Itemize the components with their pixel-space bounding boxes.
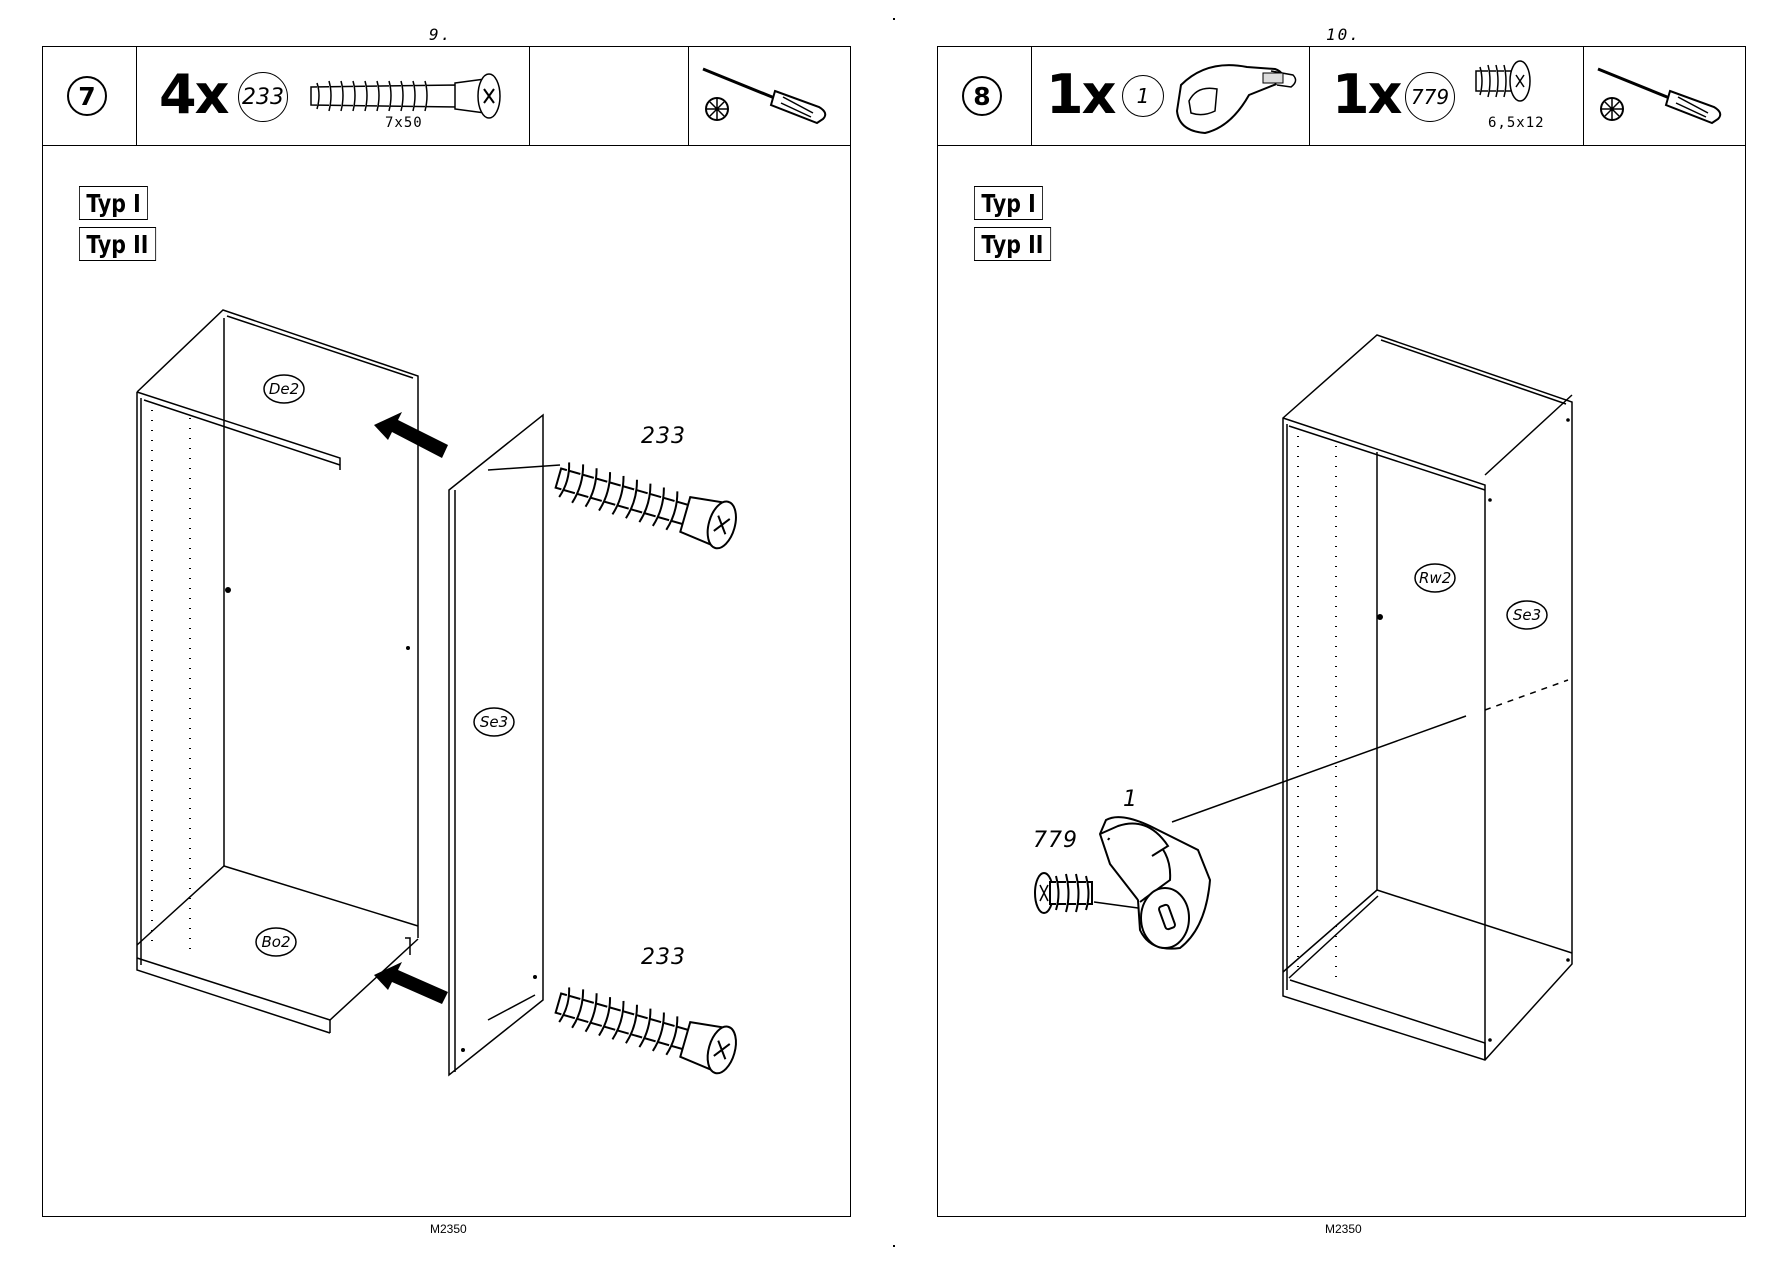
step-header: 7 4x 233 7x50 bbox=[43, 47, 850, 146]
step-header: 8 1x 1 1x 779 6,5x12 bbox=[938, 47, 1745, 146]
screw-label-top: 233 bbox=[641, 424, 686, 449]
part-quantity: 1x bbox=[1332, 63, 1402, 126]
tool-cell bbox=[1584, 47, 1745, 145]
footer-code: M2350 bbox=[1325, 1222, 1362, 1236]
footer-code: M2350 bbox=[430, 1222, 467, 1236]
parts-cell-1: 1x 1 bbox=[1032, 47, 1310, 145]
part-quantity: 4x bbox=[159, 63, 229, 126]
confirmat-screw-icon bbox=[310, 73, 501, 119]
binding-mark bbox=[893, 1245, 895, 1247]
part-label-back: Rw2 bbox=[1419, 569, 1452, 587]
part-label-top: De2 bbox=[268, 380, 300, 398]
part-id-badge: 1 bbox=[1122, 75, 1164, 117]
instruction-page-left: 7 4x 233 7x50 bbox=[42, 46, 851, 1217]
part-dimensions: 6,5x12 bbox=[1488, 115, 1545, 131]
page-number: 9. bbox=[429, 25, 453, 44]
part-label-side: Se3 bbox=[1512, 606, 1542, 624]
screwdriver-icon bbox=[1597, 67, 1722, 125]
part-label-bottom: Bo2 bbox=[261, 933, 291, 951]
parts-cell: 4x 233 7x50 bbox=[137, 47, 530, 145]
step-cell: 7 bbox=[43, 47, 137, 145]
type-label-2: Typ II bbox=[79, 227, 156, 261]
part-id-badge: 779 bbox=[1405, 72, 1455, 122]
screw-label-bottom: 233 bbox=[641, 945, 686, 970]
binding-mark bbox=[893, 18, 895, 20]
type-label-1: Typ I bbox=[79, 186, 149, 220]
parts-cell-2: 1x 779 6,5x12 bbox=[1310, 47, 1584, 145]
type-label-1: Typ I bbox=[974, 186, 1044, 220]
tool-cell bbox=[689, 47, 850, 145]
page-number: 10. bbox=[1326, 25, 1361, 44]
empty-cell bbox=[530, 47, 689, 145]
screwdriver-icon bbox=[702, 67, 827, 125]
step-cell: 8 bbox=[938, 47, 1032, 145]
instruction-page-right: 8 1x 1 1x 779 6,5x12 bbox=[937, 46, 1746, 1217]
step-number: 7 bbox=[67, 76, 107, 116]
part-dimensions: 7x50 bbox=[385, 115, 423, 131]
part-label-side: Se3 bbox=[479, 713, 509, 731]
screw-label: 779 bbox=[1033, 828, 1078, 853]
type-label-2: Typ II bbox=[974, 227, 1051, 261]
cam-fitting-icon bbox=[1175, 64, 1297, 135]
small-screw-icon bbox=[1475, 60, 1531, 102]
step-number: 8 bbox=[962, 76, 1002, 116]
part-quantity: 1x bbox=[1046, 63, 1116, 126]
part-id-badge: 233 bbox=[238, 72, 288, 122]
fitting-label: 1 bbox=[1123, 787, 1137, 812]
